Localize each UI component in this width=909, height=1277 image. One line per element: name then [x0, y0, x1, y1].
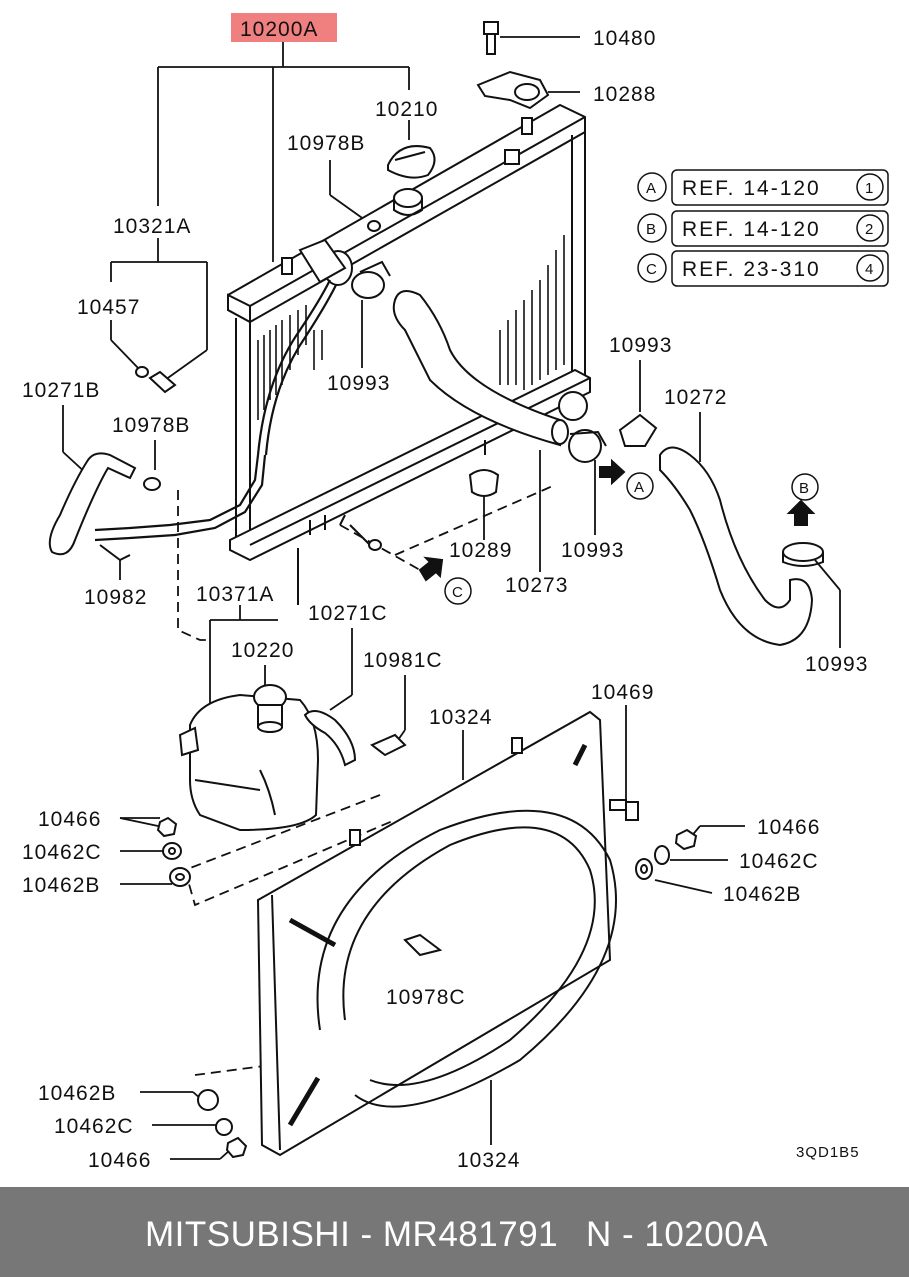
label-10371A: 10371A: [196, 583, 274, 606]
clamp-10993-d: [782, 542, 824, 567]
label-10210: 10210: [375, 98, 438, 121]
label-10978B-left: 10978B: [112, 414, 190, 437]
label-10462C-left: 10462C: [22, 841, 102, 864]
label-10462B-bottom: 10462B: [38, 1082, 116, 1105]
fan-shroud-10324: [256, 710, 617, 1157]
brand-part-number: MITSUBISHI - MR481791: [145, 1215, 559, 1254]
hose-10273: [392, 290, 569, 447]
mount-10289: [468, 469, 500, 497]
label-10324-bottom: 10324: [457, 1149, 520, 1172]
clip-10457: [135, 366, 177, 394]
fasteners: [156, 816, 698, 1159]
label-10462B-right: 10462B: [723, 883, 801, 906]
ref-num-a: 1: [865, 180, 874, 197]
ref-num-b: 2: [865, 221, 874, 238]
label-10272: 10272: [664, 386, 727, 409]
label-10273: 10273: [505, 574, 568, 597]
label-10480: 10480: [593, 27, 656, 50]
label-10982: 10982: [84, 586, 147, 609]
highlight-box: [231, 13, 337, 42]
marker-C: C: [452, 584, 464, 601]
hose-10271C: [303, 710, 357, 767]
diagram-code: 3QD1B5: [796, 1144, 860, 1161]
label-10466-right: 10466: [757, 816, 820, 839]
label-10466-left: 10466: [38, 808, 101, 831]
ref-letter-b: B: [646, 221, 657, 238]
ref-text-c: REF. 23-310: [682, 258, 821, 281]
label-10466-bottom: 10466: [88, 1149, 151, 1172]
label-10271C: 10271C: [308, 602, 388, 625]
label-10993-b: 10993: [561, 539, 624, 562]
label-10457: 10457: [77, 296, 140, 319]
label-10288: 10288: [593, 83, 656, 106]
parts-diagram: 10200A 10480 10288 10210 10978B 10321A 1…: [22, 13, 889, 1172]
label-10321A: 10321A: [113, 215, 191, 238]
clip-10978B: [143, 220, 381, 491]
label-10289: 10289: [449, 539, 512, 562]
marker-circles: [444, 472, 819, 605]
marker-A: A: [634, 479, 645, 496]
ref-text-a: REF. 14-120: [682, 177, 821, 200]
label-10462B-left: 10462B: [22, 874, 100, 897]
ref-num-c: 4: [865, 261, 874, 278]
bolt-10469: [609, 799, 639, 821]
radiator-cap-10210: [387, 145, 436, 179]
marker-B: B: [799, 480, 810, 497]
hose-10272: [659, 446, 814, 647]
reference-code: N - 10200A: [586, 1215, 769, 1254]
clamp-10993-a: [351, 260, 391, 299]
label-10993-a: 10993: [327, 372, 390, 395]
bolt-10480: [483, 21, 499, 55]
ref-letter-a: A: [646, 180, 657, 197]
flow-arrows: [418, 458, 816, 582]
reservoir-tube: [256, 279, 337, 456]
label-10271B: 10271B: [22, 379, 100, 402]
ref-letter-c: C: [646, 261, 658, 278]
clip-10981C: [370, 733, 407, 757]
label-10462C-bottom: 10462C: [54, 1115, 134, 1138]
label-10462C-right: 10462C: [739, 850, 819, 873]
label-10978C: 10978C: [386, 986, 466, 1009]
label-10200A: 10200A: [240, 18, 318, 41]
label-10993-d: 10993: [805, 653, 868, 676]
label-10993-c: 10993: [609, 334, 672, 357]
reservoir-tank-10371A: [178, 684, 320, 832]
radiator-10200A: [227, 103, 591, 605]
leader-lines: [62, 36, 841, 1160]
bracket-10288: [476, 70, 550, 110]
reference-boxes: [637, 169, 889, 287]
label-10220: 10220: [231, 639, 294, 662]
label-10469: 10469: [591, 681, 654, 704]
footer-bar: MITSUBISHI - MR481791 N - 10200A: [0, 1187, 909, 1277]
label-10981C: 10981C: [363, 649, 443, 672]
clamp-10993-b: [568, 429, 607, 463]
ref-text-b: REF. 14-120: [682, 218, 821, 241]
label-10978B-top: 10978B: [287, 132, 365, 155]
hose-10271B: [48, 452, 267, 562]
label-10324-top: 10324: [429, 706, 492, 729]
clamp-10993-c: [618, 413, 658, 447]
